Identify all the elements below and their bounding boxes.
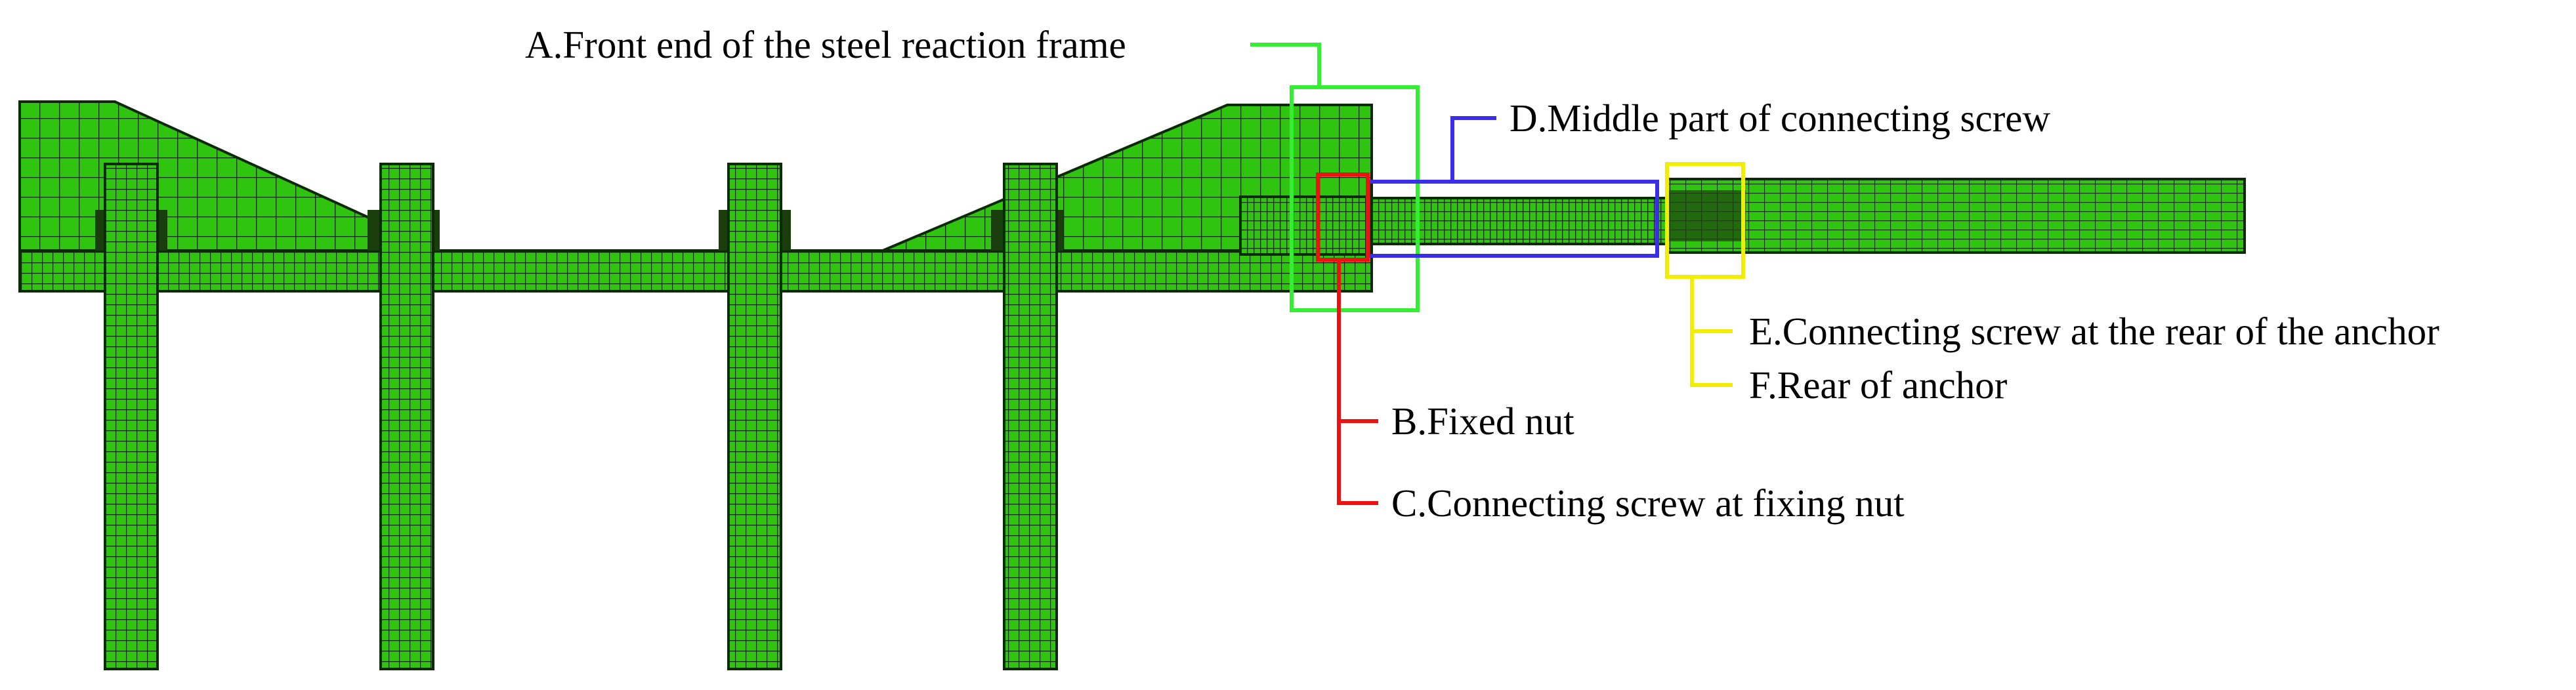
steel-reaction-frame bbox=[18, 100, 1373, 670]
label-F: F.Rear of anchor bbox=[1749, 363, 2008, 407]
anchor-end-dark bbox=[1667, 190, 1746, 241]
label-B: B.Fixed nut bbox=[1391, 399, 1574, 443]
connecting-screw bbox=[1370, 197, 1675, 245]
frame-beam bbox=[18, 249, 1373, 293]
column-3 bbox=[727, 163, 782, 670]
box-B-fixed-nut bbox=[1316, 172, 1370, 262]
fixed-nut-block bbox=[1239, 195, 1373, 256]
label-A: A.Front end of the steel reaction frame bbox=[525, 23, 1126, 66]
screw-and-anchor bbox=[1239, 178, 2246, 256]
leader-A bbox=[1250, 43, 1321, 87]
label-E: E.Connecting screw at the rear of the an… bbox=[1749, 310, 2439, 353]
column-4 bbox=[1003, 163, 1058, 670]
leader-D bbox=[1450, 116, 1496, 182]
column-2 bbox=[379, 163, 434, 670]
column-1 bbox=[104, 163, 159, 670]
label-D: D.Middle part of connecting screw bbox=[1510, 96, 2050, 140]
box-E-rear-anchor bbox=[1665, 162, 1745, 279]
anchor-body bbox=[1666, 178, 2246, 254]
label-C: C.Connecting screw at fixing nut bbox=[1391, 481, 1905, 525]
frame-left-block bbox=[18, 100, 382, 252]
box-A-front-end bbox=[1290, 85, 1420, 312]
